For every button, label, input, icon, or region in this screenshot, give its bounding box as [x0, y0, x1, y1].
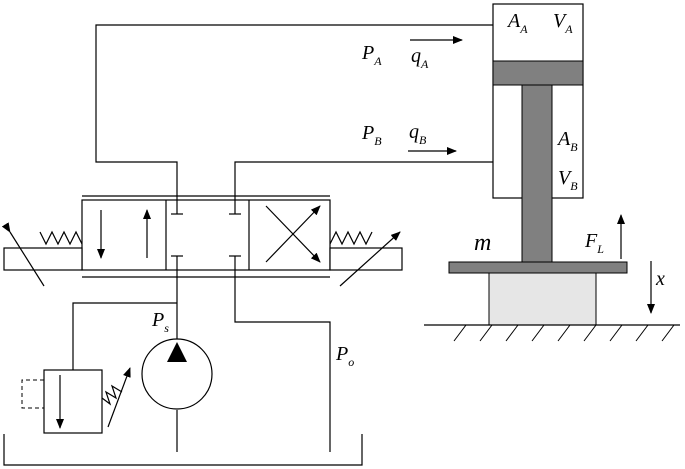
- label-po: Po: [335, 343, 354, 369]
- ground: [424, 324, 680, 342]
- label-qa: qA: [411, 45, 429, 71]
- right-solenoid: [329, 230, 403, 287]
- left-solenoid: [1, 222, 83, 287]
- mass-table: [448, 261, 628, 274]
- label-ps: Ps: [151, 309, 169, 335]
- relief-valve: [21, 367, 131, 434]
- load-block: [488, 272, 597, 326]
- label-pa: PA: [361, 42, 382, 68]
- tank: [3, 434, 363, 466]
- label-x: x: [655, 268, 665, 290]
- label-va: VA: [553, 10, 573, 36]
- label-mass: m: [474, 230, 491, 256]
- line-a: [95, 24, 493, 208]
- cylinder: [492, 3, 584, 263]
- label-aa: AA: [506, 10, 528, 36]
- label-vb: VB: [558, 167, 578, 193]
- pump: [141, 338, 213, 410]
- label-qb: qB: [409, 121, 427, 147]
- label-fl: FL: [584, 230, 604, 256]
- line-b: [234, 161, 493, 208]
- return-line: [234, 255, 331, 452]
- piston-rod: [521, 84, 553, 263]
- label-ab: AB: [556, 128, 578, 154]
- label-pb: PB: [361, 122, 382, 148]
- servo-valve: [81, 195, 331, 278]
